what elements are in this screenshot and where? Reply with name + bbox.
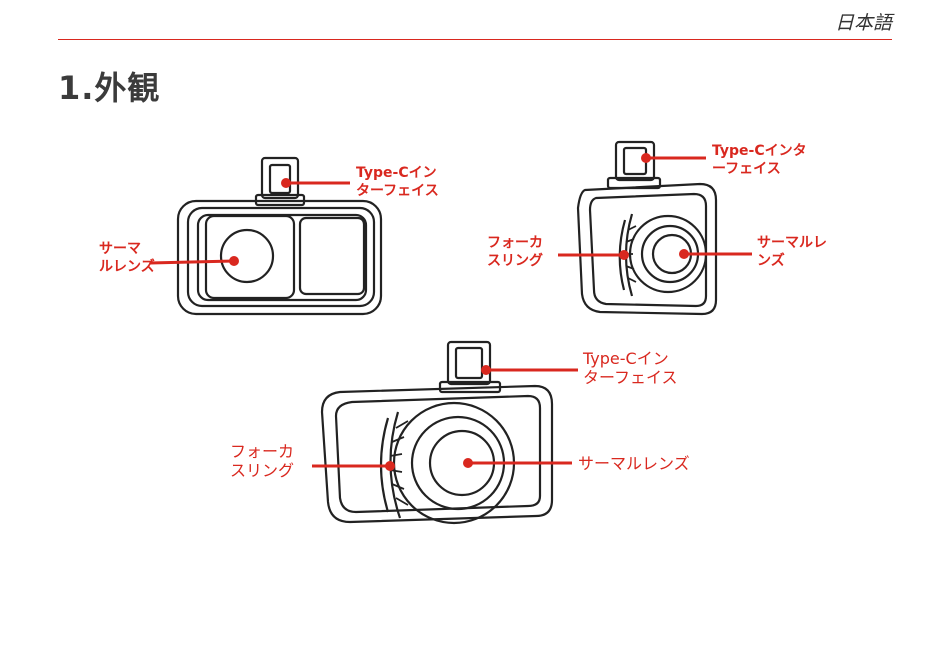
device-angled-view bbox=[578, 142, 716, 314]
callout-thermal-lens: サーマルレンズ bbox=[578, 454, 690, 473]
callout-thermal-lens: サーマ ルレンズ bbox=[99, 240, 155, 276]
callout-type-c-interface: Type-Cインタ ーフェイス bbox=[712, 142, 807, 178]
callout-focus-ring: フォーカ スリング bbox=[487, 234, 543, 270]
device-front-view bbox=[178, 158, 381, 314]
callout-type-c-interface: Type-Cイン ターフェイス bbox=[583, 349, 678, 387]
callout-thermal-lens: サーマルレ ンズ bbox=[757, 234, 827, 270]
callout-focus-ring: フォーカ スリング bbox=[230, 442, 294, 480]
front-view-leaders bbox=[150, 178, 350, 266]
callout-type-c-interface: Type-Cイン ターフェイス bbox=[356, 164, 439, 200]
